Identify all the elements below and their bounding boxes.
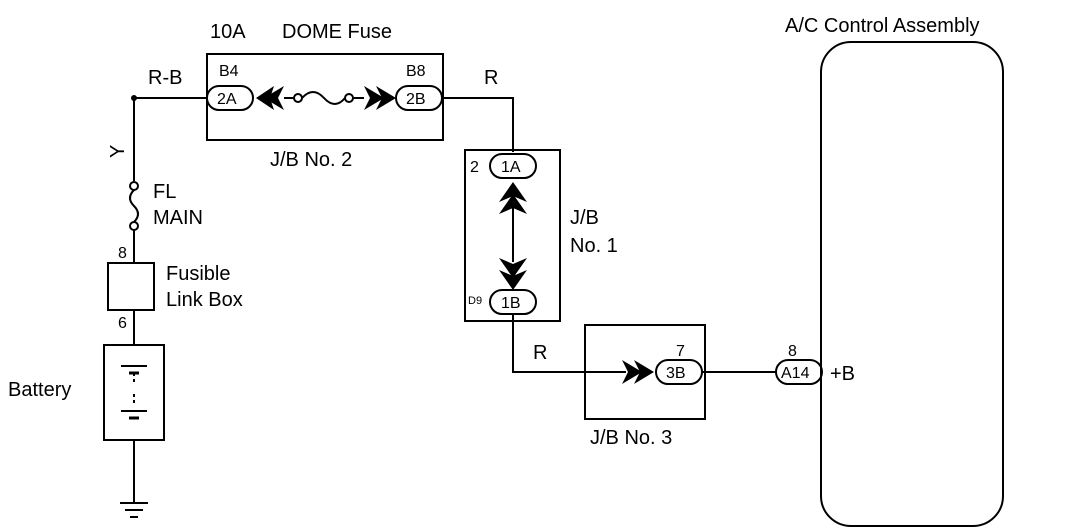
ac-terminal: +B — [830, 363, 855, 385]
fusible-link-box — [107, 262, 155, 311]
jb2-left-cavity: B4 — [219, 63, 239, 80]
ac-connector-num: 8 — [788, 343, 797, 360]
dome-fuse-symbol — [256, 86, 396, 110]
battery-box — [103, 344, 165, 441]
fuse-rating: 10A — [210, 21, 246, 43]
jb2-right-pin: 2B — [406, 91, 426, 108]
wire-r-top — [442, 97, 514, 152]
jb3-connector-arrows — [622, 360, 654, 384]
wire-label-r-bottom: R — [533, 342, 547, 364]
jb3-label: J/B No. 3 — [590, 427, 672, 449]
jb1-top-pin: 1A — [501, 159, 521, 176]
ac-connector: A14 — [781, 365, 810, 382]
jb3-pin: 3B — [666, 365, 686, 382]
jb1-top-num: 2 — [470, 159, 479, 176]
jb2-right-cavity: B8 — [406, 63, 426, 80]
fusible-line2: Link Box — [166, 289, 243, 311]
battery-cells — [121, 365, 147, 420]
ac-title: A/C Control Assembly — [785, 15, 980, 37]
fusible-line1: Fusible — [166, 263, 230, 285]
jb1-bottom-pin: 1B — [501, 295, 521, 312]
wire-r-bottom — [512, 314, 626, 373]
wire-label-rb: R-B — [148, 67, 182, 89]
jb1-label-line2: No. 1 — [570, 235, 618, 257]
battery-label: Battery — [8, 379, 71, 401]
wire-label-r-top: R — [484, 67, 498, 89]
jb2-label: J/B No. 2 — [270, 149, 352, 171]
jb2-left-pin: 2A — [217, 91, 237, 108]
fl-line1: FL — [153, 181, 176, 203]
fl-line2: MAIN — [153, 207, 203, 229]
ac-control-assembly-box — [820, 41, 1004, 527]
fusible-pin-bottom: 6 — [118, 315, 127, 332]
fl-main-symbol — [129, 181, 139, 231]
jb1-connector-arrows — [499, 182, 527, 290]
jb3-num: 7 — [676, 343, 685, 360]
wire-label-y: Y — [107, 145, 129, 158]
fusible-pin-top: 8 — [118, 245, 127, 262]
jb1-bottom-cavity: D9 — [468, 295, 482, 307]
jb1-top-pin-oval — [489, 153, 537, 179]
fuse-name: DOME Fuse — [282, 21, 392, 43]
ground-icon — [120, 502, 148, 518]
jb1-label-line1: J/B — [570, 207, 599, 229]
